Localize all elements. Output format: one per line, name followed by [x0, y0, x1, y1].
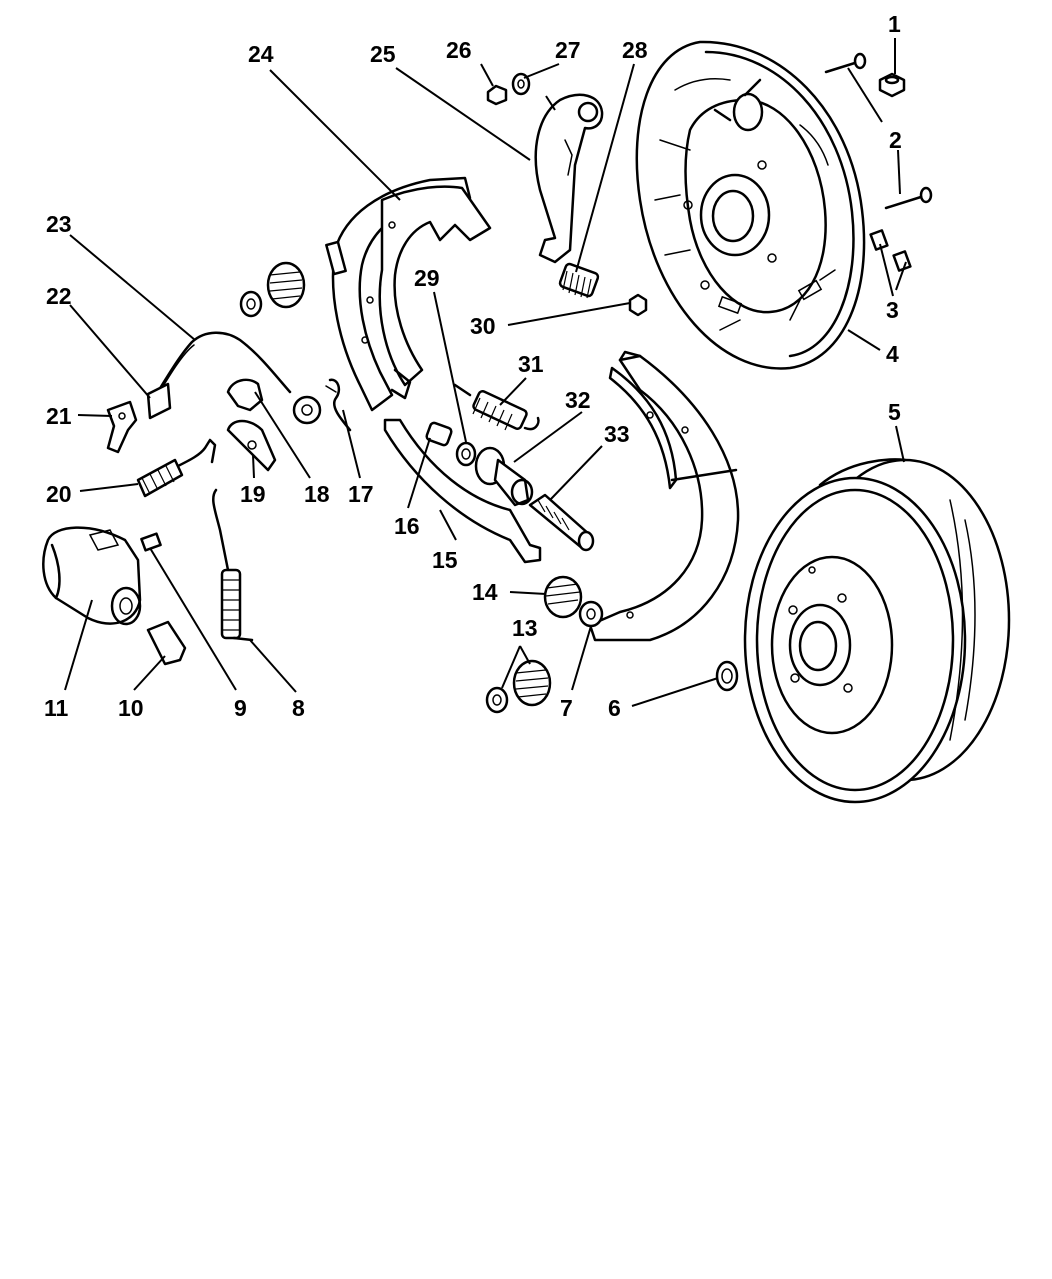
callout-5: 5: [888, 399, 901, 425]
brake-shoe-upper: [325, 176, 492, 412]
callout-17: 17: [348, 481, 374, 507]
backing-plate: [635, 40, 866, 370]
washer-26: [486, 84, 508, 106]
callout-19: 19: [240, 481, 266, 507]
spring-8: [212, 488, 254, 642]
brake-shoe-lower: [588, 350, 740, 642]
callout-32: 32: [565, 387, 591, 413]
brake-drum: [743, 458, 1011, 804]
washer-27: [511, 72, 531, 96]
callout-22: 22: [46, 283, 72, 309]
callout-31: 31: [518, 351, 544, 377]
callout-3: 3: [886, 297, 899, 323]
bolt-2: [824, 52, 933, 210]
callout-6: 6: [608, 695, 621, 721]
adjuster-screw-33: [528, 493, 595, 552]
callout-29: 29: [414, 265, 440, 291]
nut-30: [628, 293, 648, 317]
lever-25: [534, 93, 604, 264]
callout-33: 33: [604, 421, 630, 447]
callout-20: 20: [46, 481, 72, 507]
callout-30: 30: [470, 313, 496, 339]
pin-16: [425, 421, 453, 447]
callout-11: 11: [44, 695, 69, 721]
callout-18: 18: [304, 481, 330, 507]
callout-21: 21: [46, 403, 72, 429]
nut-1: [878, 72, 906, 98]
hold-down-spring-13: [485, 659, 552, 714]
callout-4: 4: [886, 341, 899, 367]
plate-19: [226, 419, 277, 472]
callout-24: 24: [248, 41, 274, 67]
callout-9: 9: [234, 695, 247, 721]
callout-23: 23: [46, 211, 72, 237]
callout-2: 2: [889, 127, 902, 153]
washer-7: [578, 600, 604, 628]
callout-1: 1: [888, 11, 901, 37]
callout-27: 27: [555, 37, 581, 63]
spring-31: [453, 383, 540, 431]
callout-16: 16: [394, 513, 420, 539]
washer-29: [455, 441, 477, 467]
adjuster-pivot-32: [474, 446, 534, 507]
clip-17: [325, 378, 352, 432]
callout-7: 7: [560, 695, 573, 721]
callout-13: 13: [512, 615, 538, 641]
spring-28: [558, 262, 600, 299]
hold-down-spring-upper: [239, 261, 306, 318]
bleeder-9: [140, 532, 162, 552]
callout-25: 25: [370, 41, 396, 67]
cable-23: [146, 331, 322, 425]
spring-14: [543, 575, 583, 619]
spring-20: [136, 438, 217, 498]
callout-14: 14: [472, 579, 498, 605]
callout-28: 28: [622, 37, 648, 63]
callout-15: 15: [432, 547, 458, 573]
callout-26: 26: [446, 37, 472, 63]
adjuster-lever-18: [226, 378, 264, 412]
callout-8: 8: [292, 695, 305, 721]
callout-10: 10: [118, 695, 144, 721]
callout-labels: 1 2 3 4 5 6 7 8 9 10 11 13 14 15 16 17 1…: [44, 11, 902, 721]
wheel-cylinder-11: [42, 526, 142, 626]
bracket-21: [106, 400, 138, 454]
leader-lines: [64, 38, 907, 707]
boot-10: [146, 620, 187, 666]
plug-6: [715, 660, 739, 692]
